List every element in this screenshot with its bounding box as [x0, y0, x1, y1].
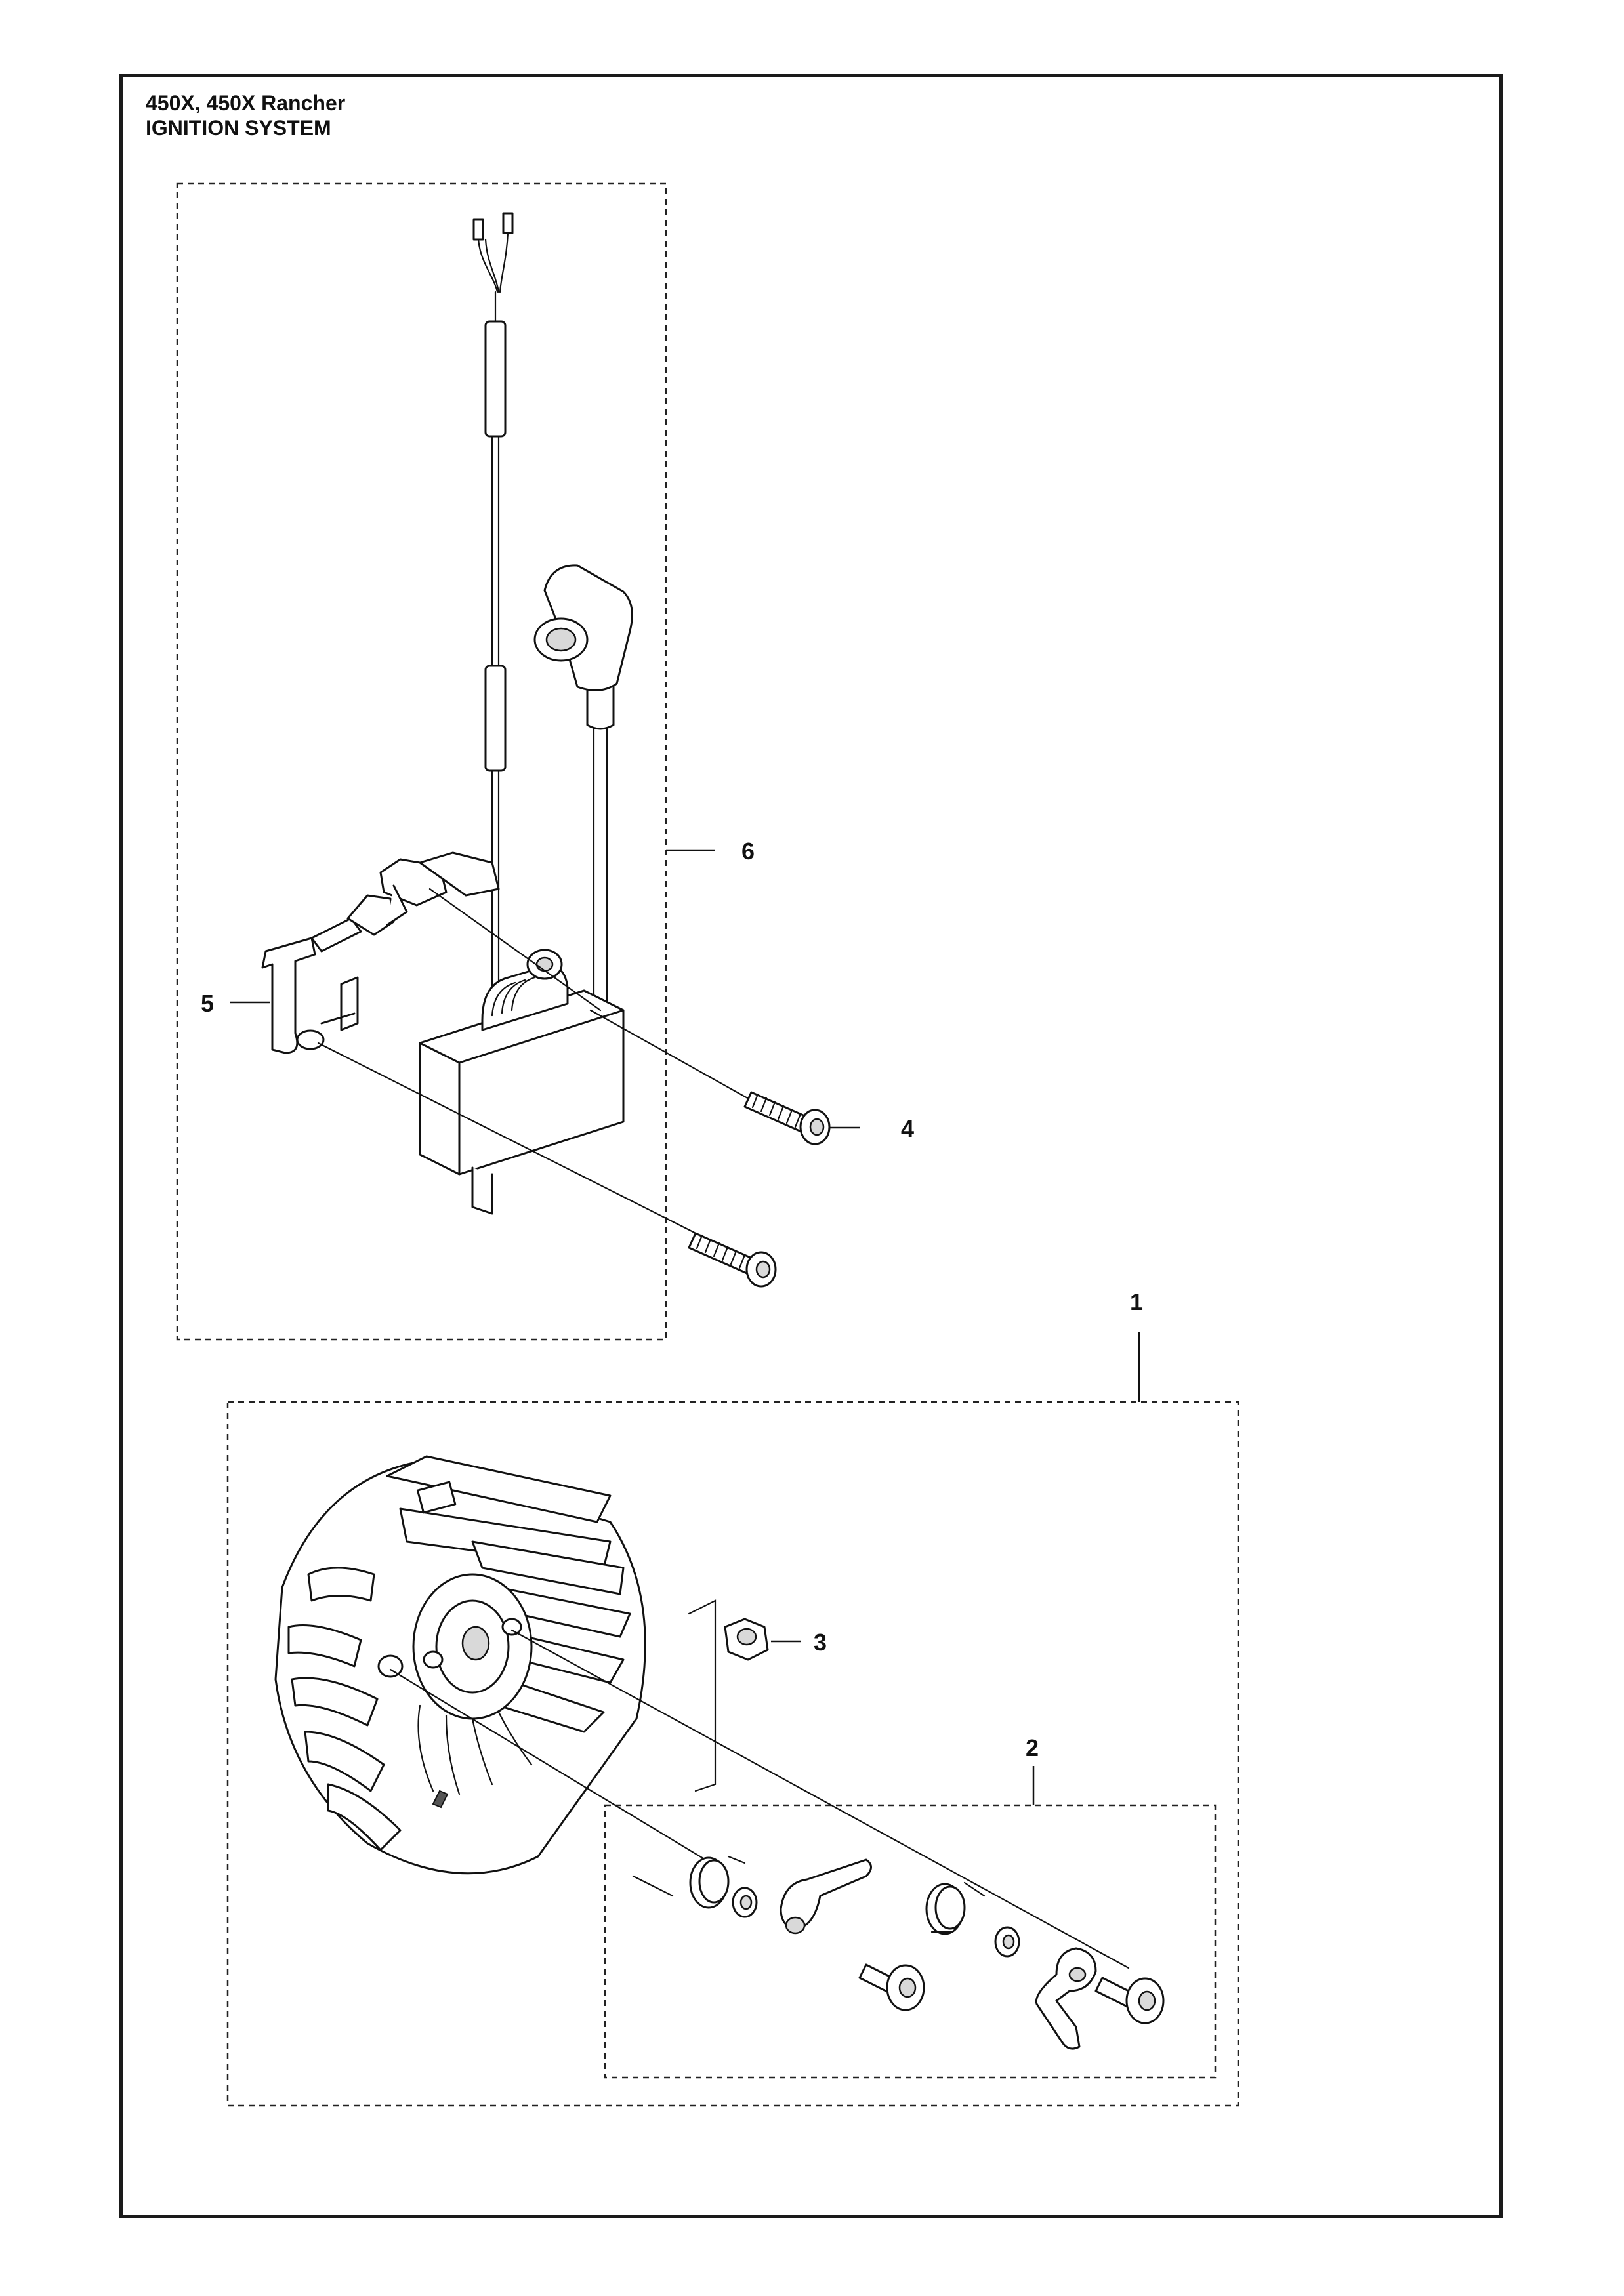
pawl-screw-right [1094, 1977, 1165, 2024]
page-frame [119, 74, 1503, 2218]
spark-plug-cap [533, 564, 633, 1012]
pawl-washer-left [732, 1887, 758, 1918]
module-screw-lower [688, 1232, 777, 1288]
callout-3: 3 [814, 1629, 827, 1656]
pawl-right [1035, 1947, 1097, 2050]
callout-4: 4 [901, 1115, 914, 1142]
callout-2: 2 [1026, 1734, 1039, 1761]
pawl-spring-left [632, 1855, 746, 1909]
ignition-wire [472, 212, 514, 998]
pawl-screw-left [858, 1963, 925, 2011]
section-title: IGNITION SYSTEM [146, 116, 331, 140]
pawl-washer-right [994, 1926, 1020, 1958]
pawl-left [780, 1858, 872, 1935]
callout-5: 5 [201, 990, 214, 1017]
flywheel [274, 1455, 646, 1875]
ignition-module [419, 949, 625, 1215]
ignition-module-group-box [176, 182, 667, 1341]
pawl-spring-right [925, 1881, 986, 1935]
pawl-kit-group-box [604, 1804, 1217, 2079]
module-bracket [261, 851, 500, 1054]
flywheel-nut [724, 1618, 769, 1661]
module-screw-upper [743, 1091, 831, 1145]
callout-1: 1 [1130, 1288, 1143, 1315]
model-title: 450X, 450X Rancher [146, 91, 346, 115]
callout-6: 6 [741, 838, 755, 865]
flywheel-group-box [226, 1401, 1239, 2107]
